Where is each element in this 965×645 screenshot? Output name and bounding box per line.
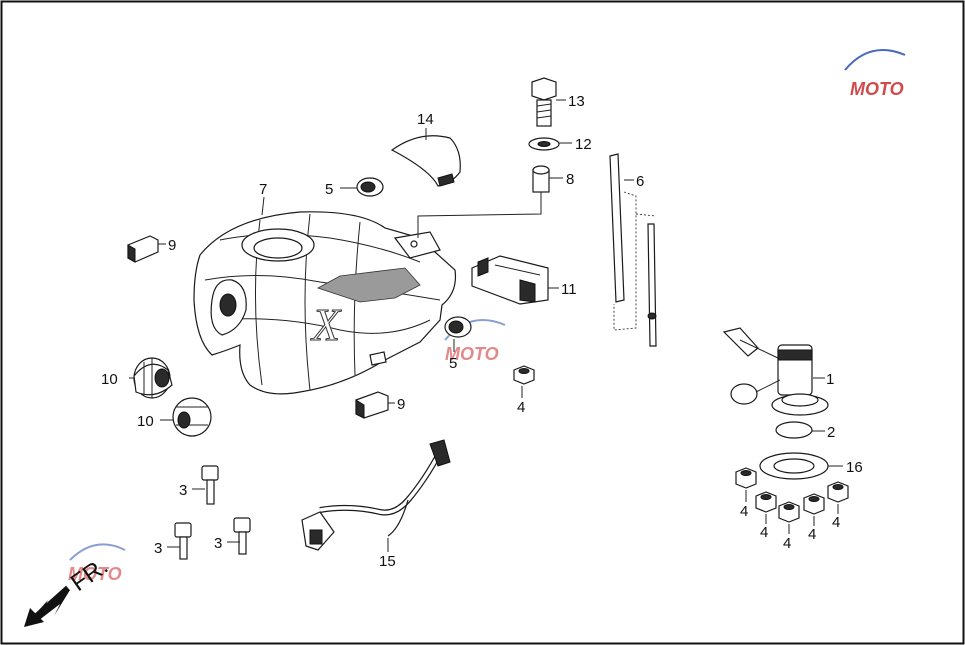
wire-harness-15 [301, 439, 451, 551]
callout-12: 12 [575, 136, 592, 153]
tank-graphic-stripe [317, 267, 421, 303]
callout-6: 6 [636, 173, 644, 190]
svg-text:MOTO: MOTO [68, 564, 122, 584]
callout-5-lower: 5 [449, 355, 457, 372]
front-direction-label: FR. [66, 553, 113, 597]
callout-4-pump-b: 4 [760, 524, 768, 541]
o-ring-2 [775, 421, 813, 439]
callout-13: 13 [568, 93, 585, 110]
callout-9-lower: 9 [397, 396, 405, 413]
nut-4-pump-c [778, 501, 800, 523]
callout-14: 14 [417, 111, 434, 128]
svg-text:MOTO: MOTO [445, 344, 499, 364]
nut-4-pump-e [827, 481, 849, 503]
bracket-11 [471, 255, 549, 305]
callout-10-lower: 10 [137, 413, 154, 430]
grommet-5-upper [356, 177, 384, 197]
callout-1: 1 [826, 371, 834, 388]
brand-watermark-bottom-left: MOTO [68, 543, 126, 584]
damper-10-lower [172, 397, 212, 437]
callout-4-pump-a: 4 [740, 503, 748, 520]
callout-15: 15 [379, 553, 396, 570]
collar-8-guide-line [417, 192, 542, 238]
callout-4-pump-e: 4 [832, 514, 840, 531]
callout-5-upper: 5 [325, 181, 333, 198]
callout-4-pump-d: 4 [808, 526, 816, 543]
callout-16: 16 [846, 459, 863, 476]
callout-9-upper: 9 [168, 237, 176, 254]
brand-watermark-top-right: MOTO [844, 49, 906, 99]
callout-7: 7 [259, 181, 267, 198]
callout-2: 2 [827, 424, 835, 441]
callout-3-lower-left: 3 [154, 540, 162, 557]
bolt-13 [531, 77, 557, 127]
rear-cover-14 [390, 135, 461, 187]
callout-10-upper: 10 [101, 371, 118, 388]
callout-3-lower-right: 3 [214, 535, 222, 552]
callout-11: 11 [561, 281, 577, 298]
grommet-5-lower [444, 316, 472, 338]
collar-8 [532, 165, 550, 193]
callout-leaders [129, 99, 843, 552]
callout-8: 8 [566, 171, 574, 188]
washer-12 [528, 137, 560, 151]
callout-4-center: 4 [517, 399, 525, 416]
grommet-9-lower [355, 391, 389, 419]
drain-tube-6 [609, 153, 657, 347]
nut-4-pump-b [755, 491, 777, 513]
nut-4-pump-d [803, 493, 825, 515]
bolt-3-lower-left [174, 522, 192, 560]
bolt-3-upper [201, 465, 219, 505]
tank-graphic-letter: X [310, 299, 342, 350]
svg-text:MOTO: MOTO [850, 79, 904, 99]
fuel-pump-1 [722, 327, 829, 416]
damper-10-upper [133, 357, 173, 399]
callout-4-pump-c: 4 [783, 535, 791, 552]
fuel-tank: X [193, 211, 457, 395]
grommet-9-upper [127, 235, 159, 263]
callout-labels: 1 2 3 3 3 4 4 4 4 4 4 5 5 6 7 8 9 9 10 1… [101, 93, 863, 570]
bolt-3-lower-right [233, 517, 251, 555]
retainer-plate-16 [759, 452, 829, 480]
nut-4-pump-a [735, 467, 757, 489]
nut-4-center [513, 365, 535, 385]
callout-3-upper: 3 [179, 482, 187, 499]
